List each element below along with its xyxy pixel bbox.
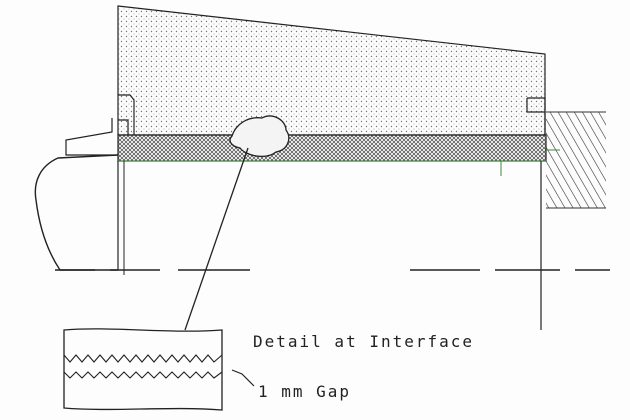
right-hatched-part <box>546 112 606 208</box>
detail-label: Detail at Interface <box>253 332 474 351</box>
interface-layer <box>117 134 547 162</box>
interface-defect <box>229 115 290 158</box>
gap-label: 1 mm Gap <box>258 382 351 401</box>
left-step <box>118 94 135 135</box>
left-body <box>34 154 119 271</box>
gap-leader <box>231 369 255 387</box>
detail-upper-zigzag <box>63 354 223 363</box>
detail-lower-zigzag <box>63 371 223 379</box>
detail-leader <box>184 147 249 331</box>
upper-block <box>117 5 546 136</box>
right-notch <box>526 97 546 135</box>
detail-box <box>63 328 223 411</box>
left-flange <box>65 118 118 156</box>
